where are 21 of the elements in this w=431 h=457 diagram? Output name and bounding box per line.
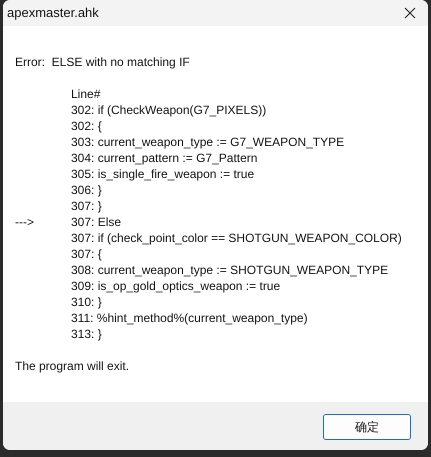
code-line: 308: current_weapon_type := SHOTGUN_WEAPON_TYPE [71,263,388,278]
code-line: 307: } [71,199,102,214]
code-line: 302: if (CheckWeapon(G7_PIXELS)) [71,103,266,118]
pointer-arrow-text: ---> [15,215,34,230]
code-line: 305: is_single_fire_weapon := true [71,167,254,182]
exit-message: The program will exit. [15,359,130,374]
code-line: 309: is_op_gold_optics_weapon := true [71,279,280,294]
code-line: 306: } [71,183,102,198]
error-message: Error: ELSE with no matching IF [15,55,190,70]
code-line: 307: if (check_point_color == SHOTGUN_WEAPON_COLOR) [71,231,402,246]
code-line: 307: { [71,247,102,262]
code-line: 307: Else [71,215,122,230]
ok-button: 确定 [323,414,411,440]
code-line: 302: { [71,119,102,134]
window-title: apexmaster.ahk [7,5,99,20]
code-line: 311: %hint_method%(current_weapon_type) [71,311,308,326]
code-line: 304: current_pattern := G7_Pattern [71,151,258,166]
code-line: Line# [71,87,100,102]
code-line: 310: } [71,295,102,310]
code-line: 313: } [71,327,102,342]
code-line: 303: current_weapon_type := G7_WEAPON_TYPE [71,135,344,150]
